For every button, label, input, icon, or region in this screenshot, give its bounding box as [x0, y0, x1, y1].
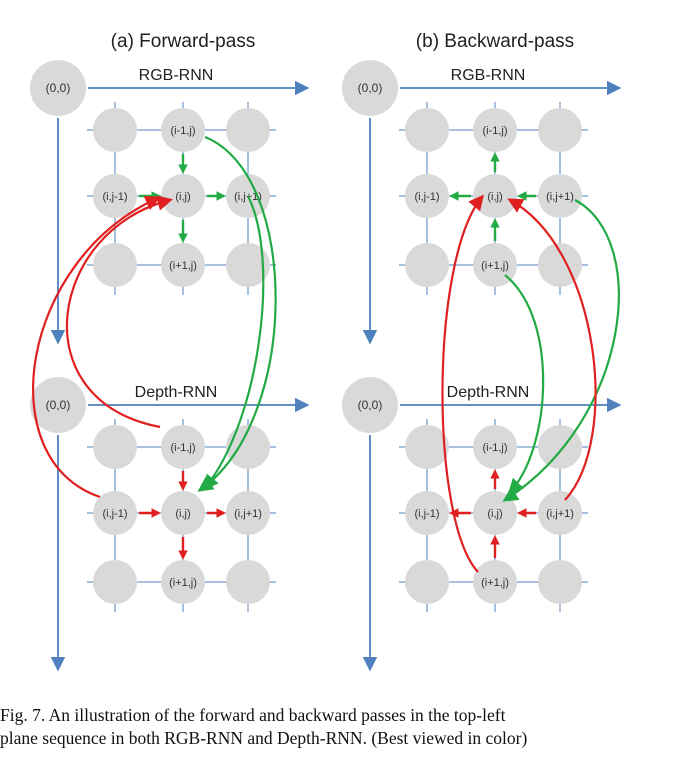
- rgb-rnn-label: RGB-RNN: [139, 67, 214, 84]
- node-label-bottom: (i+1,j): [169, 577, 197, 589]
- depth-rnn-label: Depth-RNN: [447, 384, 530, 401]
- node-top: [161, 425, 205, 469]
- node-top: [161, 108, 205, 152]
- origin-node: [342, 60, 398, 116]
- forward-cross-arrows: [31, 135, 277, 499]
- node-label-right: (i,j+1): [234, 508, 262, 520]
- node-label-top: (i-1,j): [482, 442, 507, 454]
- rgb-rnn-label: RGB-RNN: [451, 67, 526, 84]
- node-left: [405, 491, 449, 535]
- node-unlabeled: [405, 560, 449, 604]
- node-center: [161, 491, 205, 535]
- node-label-bottom: (i+1,j): [169, 260, 197, 272]
- node-label-left: (i,j-1): [414, 191, 439, 203]
- red-arrow-depth-bottom-to-rgb-center: [441, 194, 484, 573]
- backward-cross-arrows: [441, 194, 620, 573]
- forward-depth-section: (0,0) Depth-RNN (i-1,j) (i,j-1) (i,j) (i,j+1)…: [30, 377, 310, 672]
- figure-diagram: (a) Forward-pass (b) Backward-pass (0,0)…: [30, 31, 622, 672]
- node-label-center: (i,j): [487, 191, 502, 203]
- origin-label: (0,0): [46, 81, 71, 95]
- node-label-top: (i-1,j): [170, 125, 195, 137]
- node-label-center: (i,j): [175, 508, 190, 520]
- node-unlabeled: [226, 560, 270, 604]
- node-grids: (0,0) RGB-RNN (i-1,j) (i,j-1) (i,j) (i,j+1) (i…: [30, 60, 622, 672]
- node-unlabeled: [538, 108, 582, 152]
- caption-line-2: plane sequence in both RGB-RNN and Depth…: [0, 728, 528, 748]
- node-unlabeled: [93, 108, 137, 152]
- node-unlabeled: [405, 243, 449, 287]
- node-bottom: [161, 243, 205, 287]
- backward-depth-section: (0,0) Depth-RNN (i-1,j) (i,j-1) (i,j) (i,j+1)…: [342, 377, 622, 672]
- node-bottom: [161, 560, 205, 604]
- node-unlabeled: [93, 243, 137, 287]
- panel-title-forward: (a) Forward-pass: [111, 31, 256, 52]
- node-label-left: (i,j-1): [414, 508, 439, 520]
- node-unlabeled: [93, 425, 137, 469]
- node-left: [405, 174, 449, 218]
- node-unlabeled: [538, 243, 582, 287]
- origin-label: (0,0): [46, 398, 71, 412]
- caption-line-1: Fig. 7. An illustration of the forward a…: [0, 705, 506, 725]
- node-right: [538, 491, 582, 535]
- node-center: [473, 174, 517, 218]
- node-label-right: (i,j+1): [546, 508, 574, 520]
- panel-title-backward: (b) Backward-pass: [416, 31, 574, 52]
- origin-node: [30, 60, 86, 116]
- green-arrow-rgb-bottom-to-depth-center: [504, 274, 545, 495]
- red-arrow-depth-right-to-rgb-center: [507, 198, 597, 501]
- backward-rgb-section: (0,0) RGB-RNN (i-1,j) (i,j-1) (i,j) (i,j+1) (i…: [342, 60, 622, 345]
- node-unlabeled: [226, 425, 270, 469]
- node-center: [473, 491, 517, 535]
- node-unlabeled: [226, 243, 270, 287]
- node-label-center: (i,j): [487, 508, 502, 520]
- green-arrow-rgb-right-to-depth-center: [502, 199, 620, 502]
- node-unlabeled: [226, 108, 270, 152]
- node-left: [93, 491, 137, 535]
- depth-rnn-label: Depth-RNN: [135, 384, 218, 401]
- node-bottom: [473, 560, 517, 604]
- green-arrow-top-to-depth-center: [197, 135, 277, 492]
- red-arrow-depth-left-to-rgb-center: [31, 196, 161, 499]
- origin-node: [342, 377, 398, 433]
- node-top: [473, 425, 517, 469]
- origin-label: (0,0): [358, 81, 383, 95]
- origin-label: (0,0): [358, 398, 383, 412]
- node-right: [538, 174, 582, 218]
- node-label-left: (i,j-1): [102, 508, 127, 520]
- green-arrow-right-to-depth-center: [203, 195, 265, 491]
- node-label-left: (i,j-1): [102, 191, 127, 203]
- red-arrow-depth-top-to-rgb-center: [65, 195, 173, 429]
- node-top: [473, 108, 517, 152]
- node-label-bottom: (i+1,j): [481, 260, 509, 272]
- node-unlabeled: [93, 560, 137, 604]
- node-unlabeled: [405, 108, 449, 152]
- forward-rgb-section: (0,0)RGB-RNN(i-1,j)(i,j-1)(i,j)(i,j+1)(i…: [30, 60, 310, 345]
- node-label-top: (i-1,j): [482, 125, 507, 137]
- node-unlabeled: [405, 425, 449, 469]
- origin-node: [30, 377, 86, 433]
- node-unlabeled: [538, 560, 582, 604]
- node-label-top: (i-1,j): [170, 442, 195, 454]
- node-label-right: (i,j+1): [546, 191, 574, 203]
- node-label-bottom: (i+1,j): [481, 577, 509, 589]
- node-right: [226, 491, 270, 535]
- figure-caption: Fig. 7. An illustration of the forward a…: [0, 704, 686, 750]
- node-left: [93, 174, 137, 218]
- node-label-center: (i,j): [175, 191, 190, 203]
